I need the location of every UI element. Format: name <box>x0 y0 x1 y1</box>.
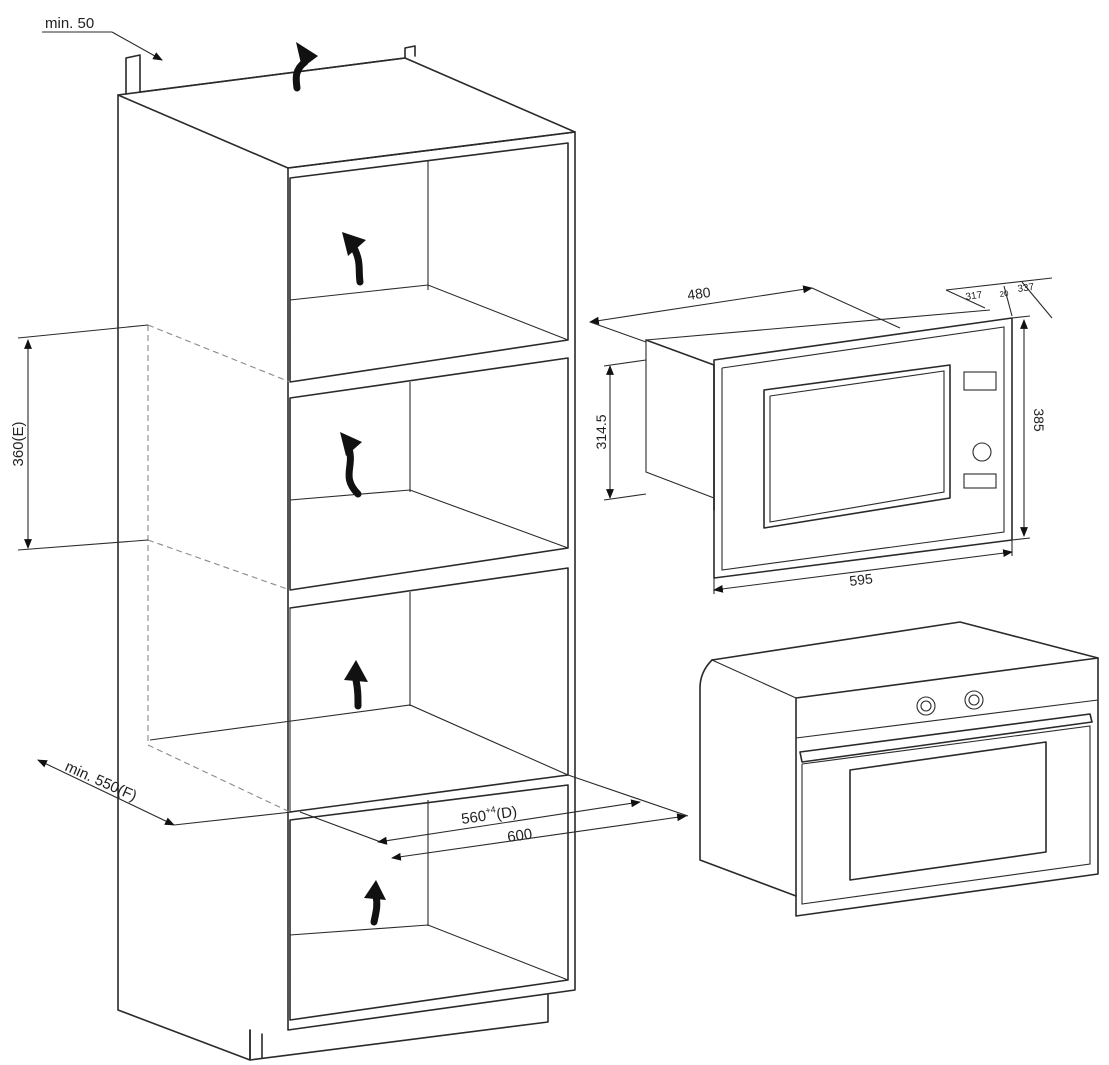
min-front-label: min. 550(F) <box>62 758 139 805</box>
cabinet-left-side <box>117 94 251 1061</box>
height-e-label: 360(E) <box>10 421 27 466</box>
depth-337-label: 337 <box>1017 282 1035 295</box>
height-385-label: 385 <box>1031 408 1047 432</box>
depth-20-label: 20 <box>999 289 1010 299</box>
width-595-label: 595 <box>848 570 873 589</box>
microwave-front-frame <box>713 317 1013 579</box>
height-314-label: 314.5 <box>593 414 609 449</box>
airflow-arrow-icon <box>352 676 362 710</box>
airflow-arrows <box>292 42 386 926</box>
cabinet-front-frame <box>287 131 576 1031</box>
rear-vent-slot <box>125 54 141 95</box>
depth-480-label: 480 <box>686 284 712 303</box>
oven-knob-right <box>964 690 984 710</box>
airflow-arrow-icon <box>370 892 381 926</box>
microwave-window <box>763 364 951 529</box>
depth-600-label: 600 <box>506 826 533 846</box>
compartment-3 <box>289 567 569 813</box>
microwave-dimensioned: 480 317 20 337 314.5 385 595 <box>589 277 1053 594</box>
microwave-button-panel <box>963 473 997 489</box>
depth-317-label: 317 <box>965 290 983 303</box>
airflow-arrow-icon <box>344 442 362 498</box>
compartment-1 <box>289 142 569 383</box>
min-top-label: min. 50 <box>45 15 94 32</box>
microwave-knob <box>972 442 992 462</box>
oven-front <box>795 657 1099 917</box>
cabinet-plinth <box>249 994 549 1061</box>
oven-door-handle <box>799 713 1093 763</box>
microwave-display <box>963 371 997 391</box>
oven-window <box>849 741 1047 881</box>
depth-d-label: 560+4(D) <box>460 801 518 828</box>
oven-knob-left <box>916 696 936 716</box>
tall-cabinet <box>117 45 576 1061</box>
compartment-2 <box>289 357 569 591</box>
compartment-4 <box>289 784 569 1021</box>
compact-oven <box>699 621 1099 917</box>
